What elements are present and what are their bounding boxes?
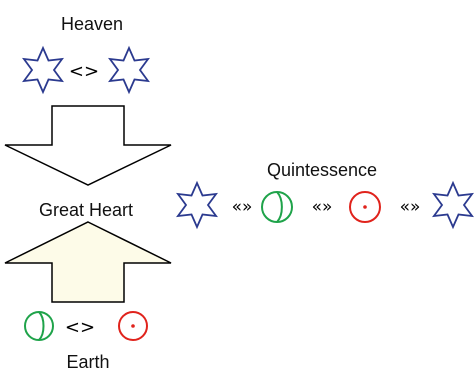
chain-separator-2: «» — [312, 197, 333, 217]
heaven-label: Heaven — [61, 14, 123, 34]
up-arrow — [4, 221, 172, 303]
earth-green-circle-icon — [24, 311, 54, 341]
chain-separator-1: «» — [232, 197, 253, 217]
down-arrow — [4, 105, 172, 186]
heaven-left-star-icon — [23, 47, 63, 93]
earth-separator: <> — [65, 317, 95, 338]
great-heart-label: Great Heart — [39, 200, 133, 220]
earth-red-circle-icon — [118, 311, 148, 341]
chain-left-star-icon — [177, 182, 217, 228]
chain-right-star-icon — [433, 182, 473, 228]
chain-red-circle-icon — [349, 191, 381, 223]
chain-separator-3: «» — [400, 197, 421, 217]
quintessence-label: Quintessence — [267, 160, 377, 180]
chain-green-circle-icon — [261, 191, 293, 223]
heaven-separator: <> — [69, 61, 99, 82]
earth-label: Earth — [66, 352, 109, 372]
heaven-right-star-icon — [109, 47, 149, 93]
